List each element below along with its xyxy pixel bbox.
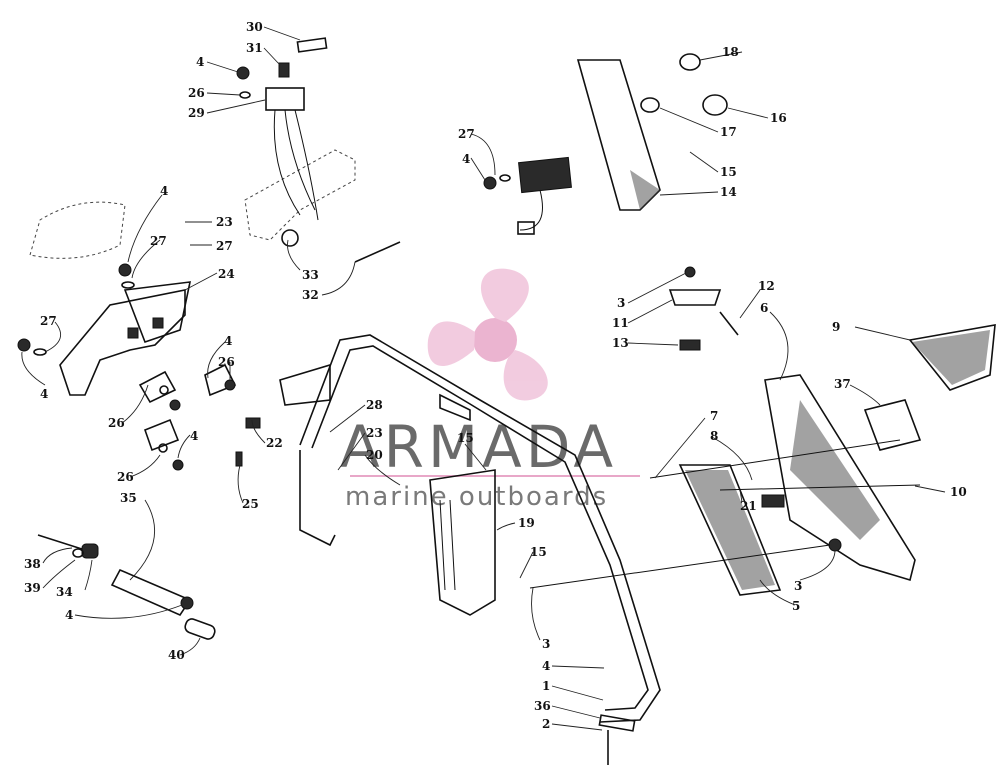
callout-5: 5: [792, 599, 800, 613]
callout-26: 26: [108, 416, 125, 430]
callout-26: 26: [188, 86, 205, 100]
cover-plate: [429, 469, 496, 616]
callout-26: 26: [218, 355, 235, 369]
callout-13: 13: [612, 336, 629, 350]
side-panel-assembly: [529, 324, 996, 596]
callout-3: 3: [542, 637, 550, 651]
callout-30: 30: [246, 20, 263, 34]
callout-34: 34: [56, 585, 73, 599]
callout-2: 2: [542, 717, 550, 731]
callout-9: 9: [832, 320, 840, 334]
callout-24: 24: [218, 267, 235, 281]
watermark-tagline: marine outboards: [345, 482, 608, 512]
armada-propeller-logo: [427, 268, 548, 401]
upper-bracket-plate: [17, 263, 192, 396]
callout-25: 25: [242, 497, 259, 511]
callout-12: 12: [758, 279, 775, 293]
callout-14: 14: [720, 185, 737, 199]
callout-labels: 30 31 4 26 29 18 16 17 27 4 15 14 4 23 2…: [24, 20, 967, 731]
callout-39: 39: [24, 581, 41, 595]
callout-4: 4: [224, 334, 232, 348]
callout-33: 33: [302, 268, 319, 282]
callout-27: 27: [216, 239, 233, 253]
callout-40: 40: [168, 648, 185, 662]
leader-lines: [21, 26, 946, 731]
callout-15: 15: [720, 165, 737, 179]
callout-15: 15: [457, 431, 474, 445]
watermark-brand: ARMADA: [340, 413, 617, 481]
callout-31: 31: [246, 41, 263, 55]
regulator-bracket: [483, 53, 728, 235]
throttle-linkage: [37, 534, 216, 640]
callout-7: 7: [710, 409, 718, 423]
callout-19: 19: [518, 516, 535, 530]
callout-35: 35: [120, 491, 137, 505]
mounting-clips: [138, 363, 261, 471]
callout-27: 27: [150, 234, 167, 248]
callout-4: 4: [190, 429, 198, 443]
callout-27: 27: [40, 314, 57, 328]
callout-22: 22: [266, 436, 283, 450]
callout-8: 8: [710, 429, 718, 443]
steering-post-frame: [279, 334, 661, 765]
callout-16: 16: [770, 111, 787, 125]
callout-18: 18: [722, 45, 739, 59]
callout-4: 4: [462, 152, 470, 166]
callout-32: 32: [302, 288, 319, 302]
callout-4: 4: [65, 608, 73, 622]
callout-23: 23: [216, 215, 233, 229]
callout-4: 4: [196, 55, 204, 69]
callout-23: 23: [366, 426, 383, 440]
callout-27: 27: [458, 127, 475, 141]
callout-3: 3: [794, 579, 802, 593]
small-bracket: [668, 266, 739, 351]
callout-15: 15: [530, 545, 547, 559]
callout-38: 38: [24, 557, 41, 571]
callout-28: 28: [366, 398, 383, 412]
callout-10: 10: [950, 485, 967, 499]
callout-36: 36: [534, 699, 551, 713]
callout-1: 1: [542, 679, 550, 693]
callout-3: 3: [617, 296, 625, 310]
callout-21: 21: [740, 499, 757, 513]
callout-6: 6: [760, 301, 768, 315]
callout-4: 4: [40, 387, 48, 401]
callout-17: 17: [720, 125, 737, 139]
callout-4: 4: [160, 184, 168, 198]
handlebar-switch-assembly: [29, 37, 401, 263]
callout-29: 29: [188, 106, 205, 120]
callout-37: 37: [834, 377, 851, 391]
callout-20: 20: [366, 448, 383, 462]
callout-4: 4: [542, 659, 550, 673]
callout-11: 11: [612, 316, 629, 330]
callout-26: 26: [117, 470, 134, 484]
